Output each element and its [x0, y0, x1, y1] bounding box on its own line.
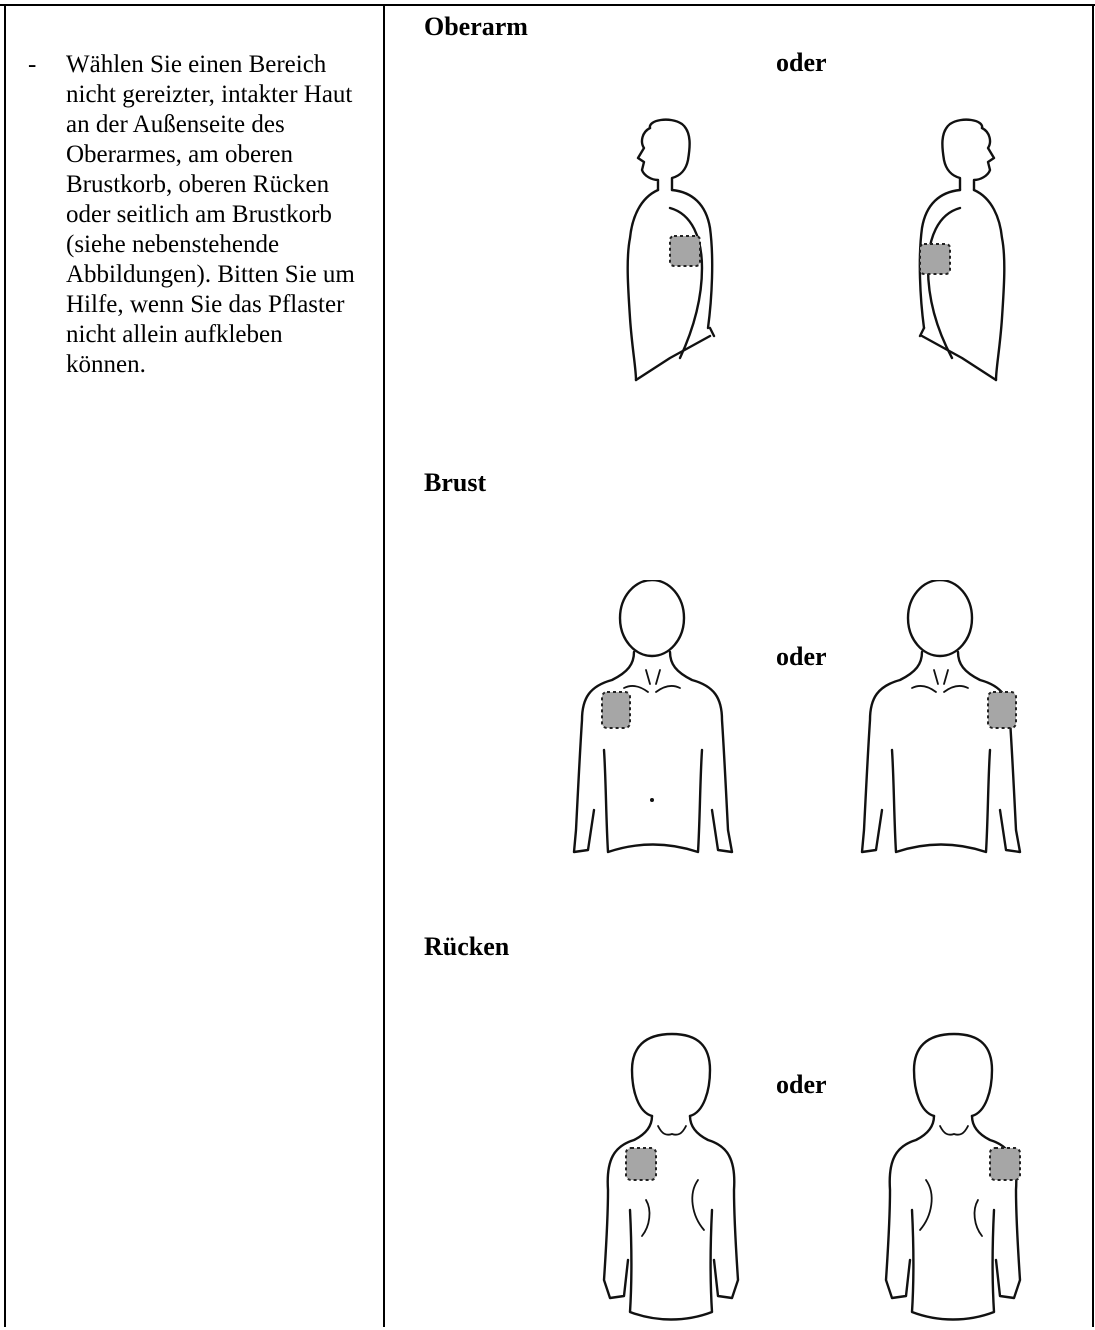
table-border-right: [1092, 4, 1094, 1327]
instruction-text: Wählen Sie einen Bereich nicht gereizter…: [66, 50, 356, 380]
heading-oberarm: Oberarm: [424, 12, 528, 42]
patch-marker: [668, 234, 708, 274]
table-column-divider: [383, 4, 385, 1327]
heading-brust: Brust: [424, 468, 486, 498]
patch-marker: [600, 690, 640, 736]
oder-label-brust: oder: [776, 642, 827, 672]
patch-marker: [918, 242, 958, 282]
back-figure-right: [878, 1030, 1048, 1330]
upper-arm-figure-right: [902, 118, 1022, 388]
table-border-left: [4, 4, 6, 1327]
upper-arm-figure-left: [610, 118, 730, 388]
patch-marker: [986, 690, 1026, 736]
oder-label-ruecken: oder: [776, 1070, 827, 1100]
list-bullet: -: [28, 50, 36, 80]
oder-label-oberarm: oder: [776, 48, 827, 78]
patch-marker: [988, 1146, 1028, 1186]
chest-figure-right: [856, 580, 1030, 870]
chest-figure-left: [568, 580, 742, 870]
table-border-top: [0, 4, 1095, 6]
heading-ruecken: Rücken: [424, 932, 509, 962]
patch-marker: [624, 1146, 664, 1186]
back-figure-left: [596, 1030, 766, 1330]
